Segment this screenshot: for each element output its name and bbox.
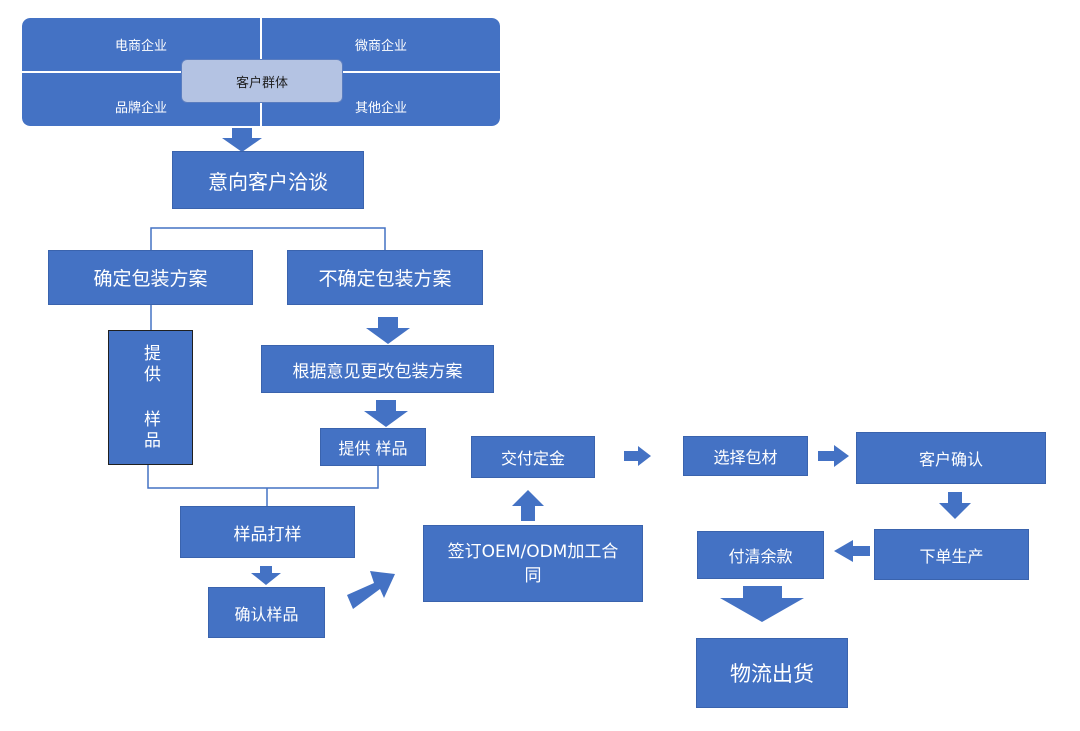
quad-ecommerce-label: 电商企业 bbox=[114, 39, 167, 54]
step-logistics: 物流出货 bbox=[696, 638, 848, 708]
step-logistics-label: 物流出货 bbox=[730, 662, 814, 686]
step-sampling-label: 样品打样 bbox=[233, 524, 302, 545]
step-negotiate-label: 意向客户洽谈 bbox=[208, 169, 328, 194]
step-unconfirm-plan-label: 不确定包装方案 bbox=[318, 268, 452, 290]
arrow-left bbox=[834, 540, 870, 562]
step-sampling: 样品打样 bbox=[180, 506, 355, 558]
step-modify-plan-label: 根据意见更改包装方案 bbox=[292, 361, 463, 382]
step-provide-sample: 提供 样品 bbox=[320, 428, 426, 466]
step-modify-plan: 根据意见更改包装方案 bbox=[261, 345, 494, 393]
step-provide-sample-vertical: 提供 样品 bbox=[108, 330, 193, 465]
step-production: 下单生产 bbox=[874, 529, 1029, 580]
customer-group-center: 客户群体 bbox=[181, 59, 343, 103]
arrow-down-big bbox=[720, 586, 804, 622]
arrow-right-2 bbox=[818, 445, 849, 467]
step-customer-confirm: 客户确认 bbox=[856, 432, 1046, 484]
step-unconfirm-plan: 不确定包装方案 bbox=[287, 250, 483, 305]
step-deposit: 交付定金 bbox=[471, 436, 595, 478]
quad-wechat-business-label: 微商企业 bbox=[354, 39, 407, 54]
branch-connector-top bbox=[150, 227, 386, 250]
step-provide-sample-label: 提供 样品 bbox=[338, 439, 408, 458]
step-confirm-plan: 确定包装方案 bbox=[48, 250, 253, 305]
quad-brand-label: 品牌企业 bbox=[114, 101, 167, 116]
arrow-diagonal bbox=[347, 571, 395, 609]
step-pay-balance-label: 付清余款 bbox=[728, 547, 793, 566]
step-pay-balance: 付清余款 bbox=[697, 531, 824, 579]
step-choose-material-label: 选择包材 bbox=[713, 448, 778, 467]
arrow-down-1 bbox=[222, 128, 262, 152]
customer-group-center-label: 客户群体 bbox=[235, 75, 288, 91]
step-choose-material: 选择包材 bbox=[683, 436, 808, 476]
step-customer-confirm-label: 客户确认 bbox=[918, 450, 983, 469]
arrow-down-5 bbox=[939, 492, 971, 519]
step-provide-sample-vertical-label: 提供 样品 bbox=[140, 343, 160, 452]
arrow-up bbox=[512, 490, 544, 521]
arrow-down-3 bbox=[364, 400, 408, 427]
step-sign-contract-label: 签订OEM/ODM加工合同 bbox=[447, 541, 619, 586]
step-sign-contract: 签订OEM/ODM加工合同 bbox=[423, 525, 643, 602]
arrow-down-4 bbox=[251, 566, 281, 585]
step-deposit-label: 交付定金 bbox=[500, 449, 565, 468]
quad-other-label: 其他企业 bbox=[354, 101, 407, 116]
step-production-label: 下单生产 bbox=[919, 546, 984, 566]
merge-connector bbox=[147, 465, 379, 489]
step-confirm-plan-label: 确定包装方案 bbox=[93, 268, 208, 290]
step-confirm-sample-label: 确认样品 bbox=[234, 604, 299, 624]
arrow-down-2 bbox=[366, 317, 410, 344]
arrow-right-1 bbox=[624, 446, 651, 466]
step-confirm-sample: 确认样品 bbox=[208, 587, 325, 638]
step-negotiate: 意向客户洽谈 bbox=[172, 151, 364, 209]
